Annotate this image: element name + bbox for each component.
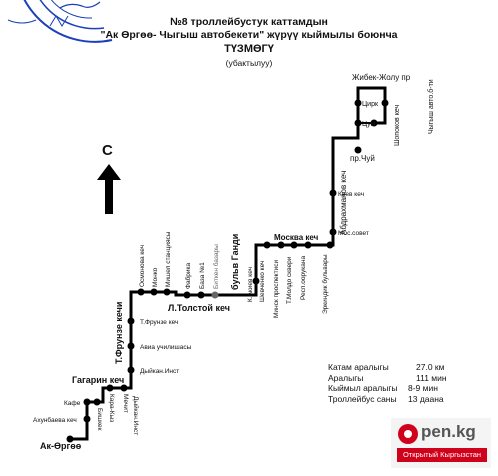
stop-tfrunze [127, 317, 135, 325]
route-stats: Катам аралыгы 27.0 км Аралыгы 111 мин Кыйм… [328, 362, 447, 404]
stop-avia [127, 342, 135, 350]
stop-fabrika [183, 291, 191, 299]
label-dyikan-low: Дыйкан.Инст [132, 396, 140, 435]
stats-label: Катам аралыгы [328, 362, 389, 372]
label-baza1: База №1 [199, 262, 206, 289]
stats-row: Кыймыл аралыгы 8-9 мин [328, 383, 447, 394]
label-bitken: Биткен базары [212, 244, 220, 289]
stats-value: 13 даана [408, 393, 444, 404]
label-ak-orgoo: Ак-Өргөө [40, 441, 82, 451]
stop-mishel [163, 288, 171, 296]
stop-kiev [329, 189, 337, 197]
stats-label: Аралыгы [328, 372, 364, 383]
stats-value: 8-9 мин [408, 383, 438, 393]
stop-baza1 [197, 291, 205, 299]
pen-kg-logo: pen.kg Открытый Кыргызстан [391, 418, 491, 468]
label-tsirk: Цирк [362, 101, 379, 108]
stop-minsk [277, 241, 285, 249]
label-bishkek: Бишкек [96, 408, 103, 431]
stats-value: 111 мин [416, 372, 447, 383]
stop-bishkek [93, 398, 101, 406]
north-arrow-icon [97, 164, 121, 214]
stats-label: Троллейбус саны [328, 393, 397, 404]
stop-shopokov [381, 99, 389, 107]
label-avia: Авиа училишасы [140, 344, 192, 351]
label-t-moldo: Т.Молдо сквери [286, 256, 293, 304]
stop-kara-kyz [106, 384, 114, 392]
stop-mechit [120, 384, 128, 392]
stats-row: Катам аралыгы 27.0 км [328, 362, 447, 373]
label-osmonova: Осмонова кеч [139, 245, 146, 287]
stop-chygysh [370, 119, 378, 127]
label-shevchenko: Шевченко кеч [259, 261, 266, 302]
label-tsum: Цум [362, 121, 376, 128]
label-moskva: Москва кеч [274, 233, 319, 242]
label-tfrunze-stop: Т.Фрунзе кеч [140, 319, 178, 326]
stop-t-moldo [290, 241, 298, 249]
stop-dyikan-low [127, 366, 135, 374]
label-erkindik: Эркиндик бульвары [321, 254, 329, 314]
stop-erkindik [326, 241, 334, 249]
pen-kg-brand: pen.kg [421, 422, 476, 441]
label-minsk: Минск проспектиси [273, 260, 280, 318]
stop-monko [150, 288, 158, 296]
label-mos-sovet: Мос.совет [338, 230, 369, 237]
label-k-akieva: К.Акиев кеч [247, 267, 254, 302]
stop-osmonova [137, 288, 145, 296]
scheme-title-line4: (убактылуу) [225, 58, 273, 68]
stats-row: Троллейбус саны 13 даана [328, 394, 447, 405]
compass-label: С [102, 142, 113, 159]
label-akhunbaeva: Ахунбаева кеч [33, 416, 77, 424]
label-monko: Монко [152, 267, 159, 287]
stop-tsirk [354, 99, 362, 107]
label-jibek-jolu: Жибек-Жолу пр [352, 73, 411, 82]
label-bulvar-gandi: бульв Ганди [230, 234, 240, 290]
label-tfrunze-street: Т.Фрунзе кечи [114, 302, 124, 364]
stop-shevchenko [263, 241, 271, 249]
label-abdrakhmanov: Абдрахманов кеч [339, 171, 348, 235]
stop-akhunbaeva [83, 415, 91, 423]
label-kara-kyz: Кара-Кыз [108, 394, 115, 422]
stats-label: Кыймыл аралыгы [328, 383, 398, 393]
stop-kafe [83, 398, 91, 406]
stats-value: 27.0 км [416, 362, 445, 372]
label-mishel: Мишел станциясы [165, 231, 172, 287]
pen-kg-subtitle: Открытый Кыргызстан [397, 448, 487, 462]
stamp-seal [7, 0, 113, 43]
stop-pr-chui [354, 146, 362, 154]
stop-mos-sovet [329, 228, 337, 236]
stop-tsum [354, 119, 362, 127]
scheme-title-line3: ТҮЗМӨГҮ [224, 43, 274, 55]
label-dyikan-high: Дыйкан.Инст [140, 367, 179, 375]
stop-ak-orgoo [66, 435, 74, 443]
stats-row: Аралыгы 111 мин [328, 373, 447, 384]
label-shopokov: Шопоков кеч [394, 105, 401, 146]
scheme-title-line2: "Ак Өргөө- Чыгыш автобекети" жүрүү кыймы… [100, 29, 398, 41]
label-gagarin: Гагарин кеч [72, 375, 124, 385]
label-chygysh: Чыгыш авто.б-ти [427, 79, 435, 134]
scheme-title-line1: №8 троллейбустук каттамдын [170, 16, 328, 28]
label-kafe: Кафе [64, 400, 81, 407]
label-l-tolstoy: Л.Толстой кеч [168, 303, 230, 313]
label-resp: Респ.оорукана [300, 256, 307, 300]
route-stops [66, 99, 389, 443]
label-kiev: Киев кеч [338, 191, 364, 198]
stop-bitken [211, 291, 219, 299]
label-mechit: Мечит [122, 394, 129, 413]
label-fabrika: Фабрика [184, 262, 192, 289]
label-pr-chui: пр.Чуй [350, 154, 375, 163]
stop-resp [304, 241, 312, 249]
pen-kg-logo-icon [398, 424, 418, 444]
stop-k-akieva [252, 277, 260, 285]
